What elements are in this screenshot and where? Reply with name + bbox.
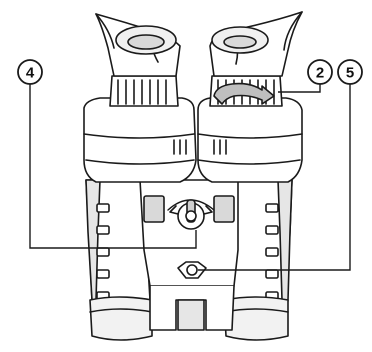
callout-4-label: 4 xyxy=(26,65,35,82)
callout-4: 4 xyxy=(17,59,43,85)
tripod-socket xyxy=(177,261,207,279)
leader-line-5 xyxy=(198,84,351,271)
left-eyepiece xyxy=(95,13,181,107)
leader-line-4 xyxy=(29,84,197,249)
diopter-rotation-arrow xyxy=(213,82,275,105)
leader-line-2 xyxy=(278,84,321,93)
upper-housing xyxy=(83,97,303,183)
right-barrel xyxy=(223,179,293,341)
callout-5: 5 xyxy=(337,59,363,85)
center-bridge xyxy=(139,179,239,331)
left-barrel xyxy=(85,179,153,341)
callout-2: 2 xyxy=(307,59,333,85)
leader-lines xyxy=(29,84,351,271)
callout-5-label: 5 xyxy=(346,65,354,82)
focus-knob xyxy=(167,199,215,230)
callout-2-label: 2 xyxy=(316,65,324,82)
